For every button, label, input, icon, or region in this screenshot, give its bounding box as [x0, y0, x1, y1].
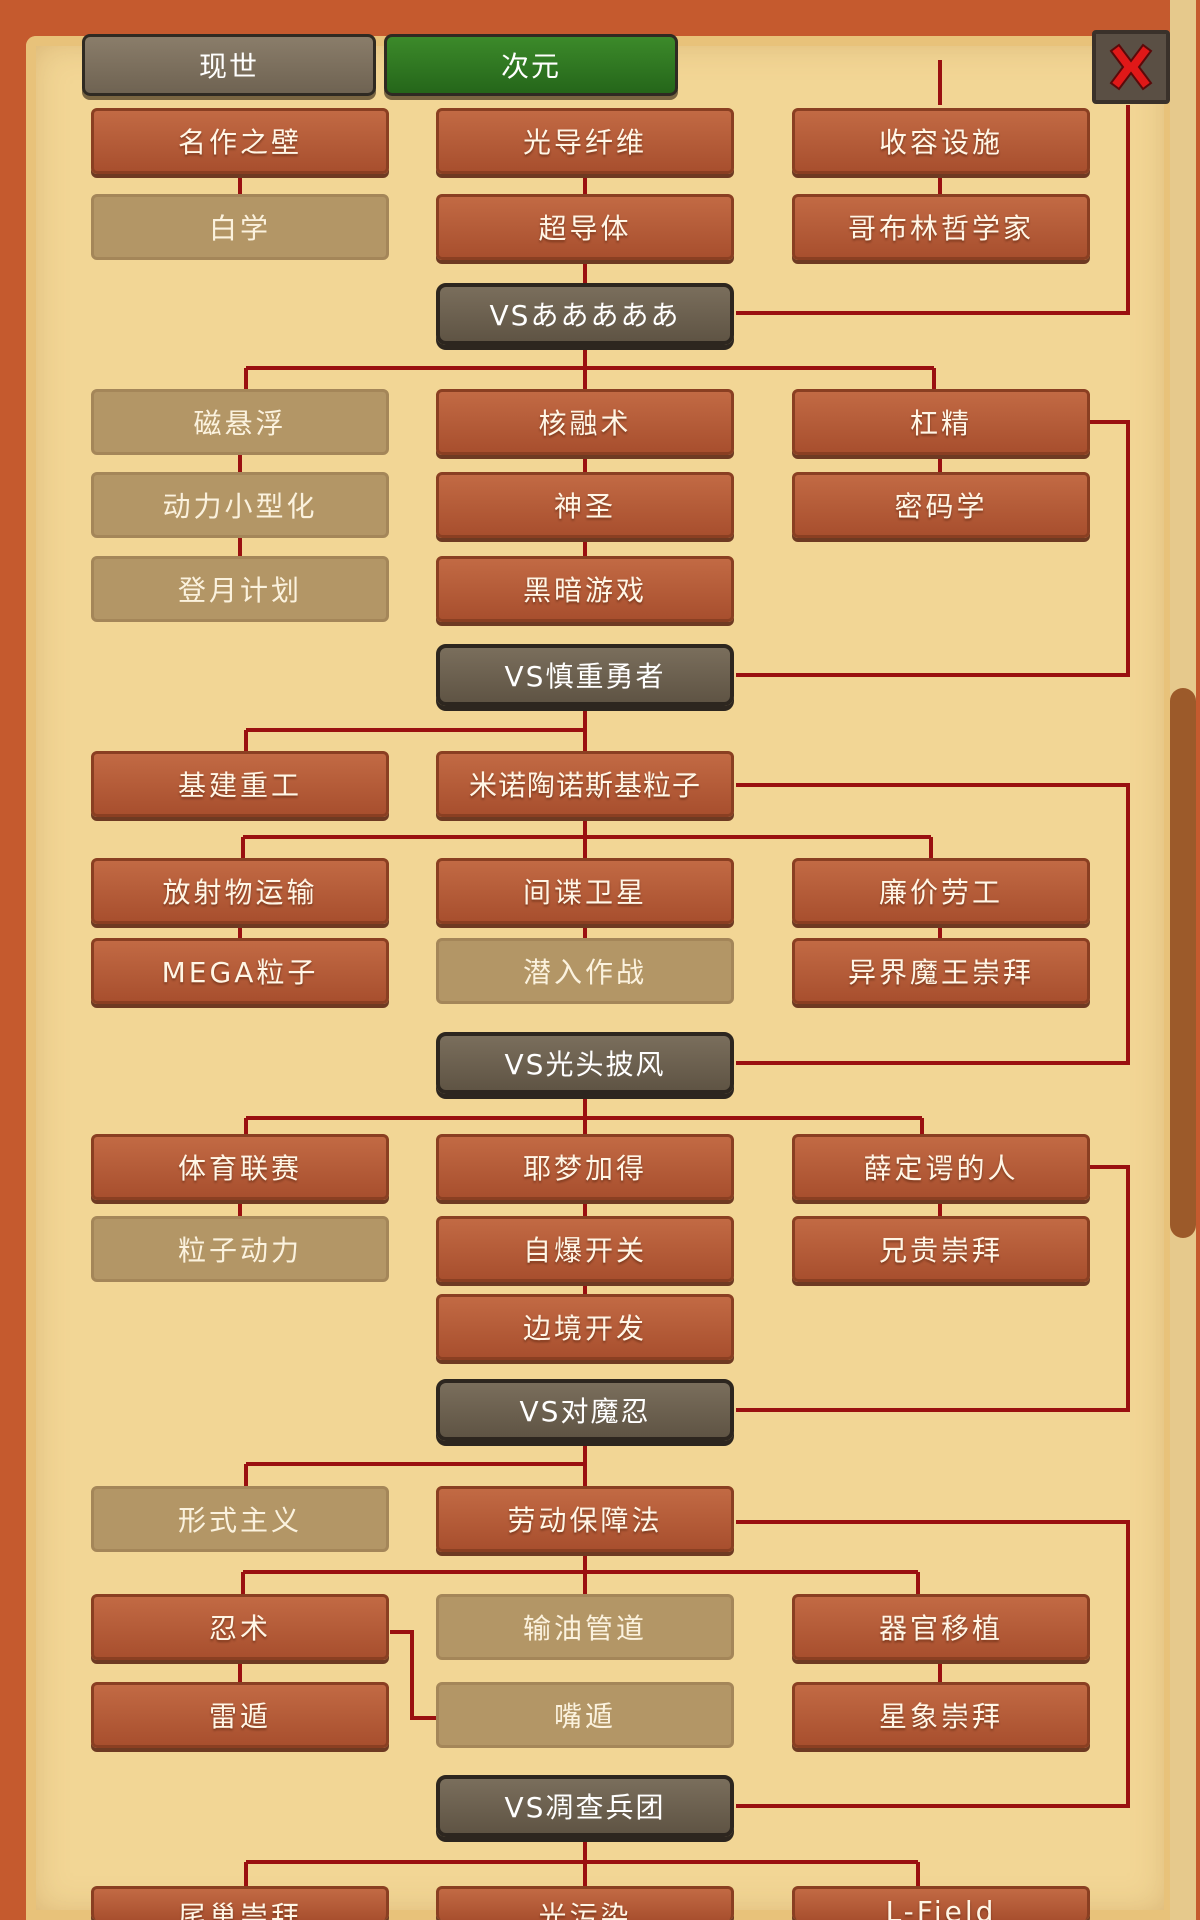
close-button[interactable] — [1092, 30, 1170, 104]
tech-node[interactable]: L-Field — [792, 1886, 1090, 1920]
tech-node[interactable]: 体育联赛 — [91, 1134, 389, 1200]
tab-ciyuan[interactable]: 次元 — [384, 34, 678, 96]
tech-node[interactable]: 潜入作战 — [436, 938, 734, 1004]
tech-node[interactable]: 嘴遁 — [436, 1682, 734, 1748]
tech-node[interactable]: 劳动保障法 — [436, 1486, 734, 1552]
boss-node[interactable]: VS慎重勇者 — [436, 644, 734, 706]
tech-node[interactable]: 密码学 — [792, 472, 1090, 538]
tech-node[interactable]: 光污染 — [436, 1886, 734, 1920]
tech-node[interactable]: 形式主义 — [91, 1486, 389, 1552]
tech-node[interactable]: 自爆开关 — [436, 1216, 734, 1282]
tech-node[interactable]: 名作之壁 — [91, 108, 389, 174]
boss-node[interactable]: VSあああああ — [436, 283, 734, 345]
tech-node[interactable]: 忍术 — [91, 1594, 389, 1660]
tech-node[interactable]: 神圣 — [436, 472, 734, 538]
tech-node[interactable]: 间谍卫星 — [436, 858, 734, 924]
tech-node[interactable]: 放射物运输 — [91, 858, 389, 924]
tech-node[interactable]: 黑暗游戏 — [436, 556, 734, 622]
tech-node[interactable]: 杠精 — [792, 389, 1090, 455]
tech-node[interactable]: 异界魔王崇拜 — [792, 938, 1090, 1004]
tech-node[interactable]: 超导体 — [436, 194, 734, 260]
tech-node[interactable]: 粒子动力 — [91, 1216, 389, 1282]
tab-xianshi[interactable]: 现世 — [82, 34, 376, 96]
tech-node[interactable]: 薛定谔的人 — [792, 1134, 1090, 1200]
tech-node[interactable]: 光导纤维 — [436, 108, 734, 174]
tech-node[interactable]: 磁悬浮 — [91, 389, 389, 455]
tech-node[interactable]: 输油管道 — [436, 1594, 734, 1660]
close-x-icon — [1109, 43, 1153, 91]
tech-node[interactable]: 尾巢崇拜 — [91, 1886, 389, 1920]
tech-node[interactable]: 廉价劳工 — [792, 858, 1090, 924]
tech-node[interactable]: 核融术 — [436, 389, 734, 455]
boss-node[interactable]: VS光头披风 — [436, 1032, 734, 1094]
tech-node[interactable]: 边境开发 — [436, 1294, 734, 1360]
tech-node[interactable]: MEGA粒子 — [91, 938, 389, 1004]
tech-node[interactable]: 哥布林哲学家 — [792, 194, 1090, 260]
tech-node[interactable]: 器官移植 — [792, 1594, 1090, 1660]
tech-node[interactable]: 动力小型化 — [91, 472, 389, 538]
tech-node[interactable]: 雷遁 — [91, 1682, 389, 1748]
boss-node[interactable]: VS凋查兵团 — [436, 1775, 734, 1837]
tech-node[interactable]: 米诺陶诺斯基粒子 — [436, 751, 734, 817]
tech-node[interactable]: 白学 — [91, 194, 389, 260]
tech-node[interactable]: 收容设施 — [792, 108, 1090, 174]
scrollbar-thumb[interactable] — [1170, 688, 1196, 1238]
tech-node[interactable]: 星象崇拜 — [792, 1682, 1090, 1748]
tech-node[interactable]: 基建重工 — [91, 751, 389, 817]
boss-node[interactable]: VS对魔忍 — [436, 1379, 734, 1441]
tech-node[interactable]: 登月计划 — [91, 556, 389, 622]
tech-node[interactable]: 耶梦加得 — [436, 1134, 734, 1200]
tech-node[interactable]: 兄贵崇拜 — [792, 1216, 1090, 1282]
